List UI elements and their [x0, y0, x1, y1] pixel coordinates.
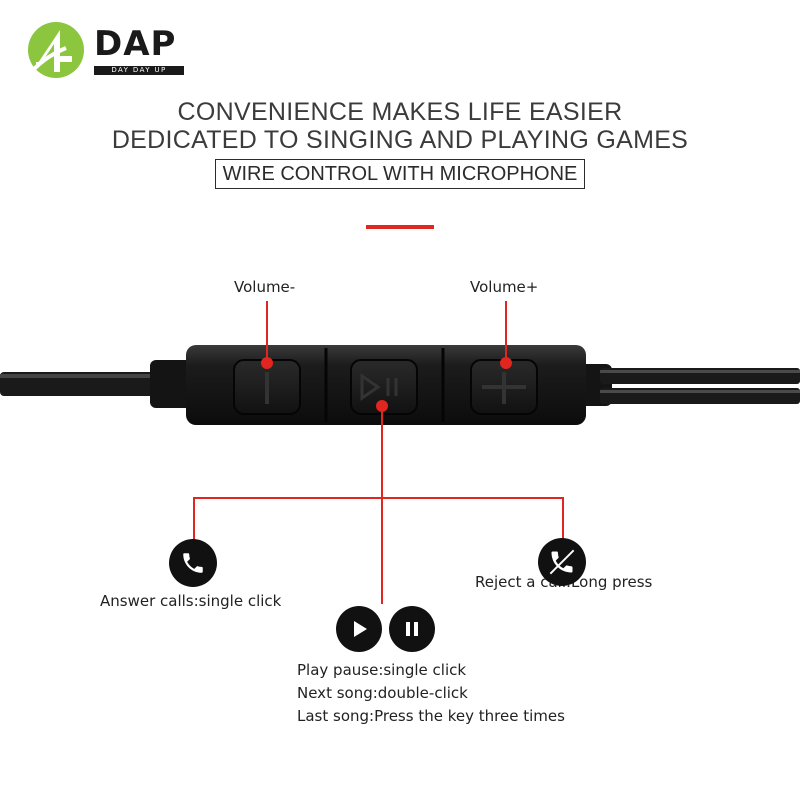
brand-name: DAP — [94, 24, 177, 64]
reject-call-icon — [538, 538, 586, 586]
play-icon — [336, 606, 382, 652]
answer-calls-label: Answer calls:single click — [100, 592, 282, 610]
accent-divider — [366, 225, 434, 229]
play-pause-button[interactable] — [350, 359, 418, 415]
callout-dots — [261, 357, 512, 412]
callout-lines — [193, 301, 564, 604]
boxed-subtitle-wrap: WIRE CONTROL WITH MICROPHONE — [0, 159, 800, 189]
volume-plus-button[interactable] — [470, 359, 538, 415]
media-functions: Play pause:single click Next song:double… — [297, 659, 565, 728]
brand-tagline: DAY DAY UP — [94, 66, 184, 75]
right-cables — [576, 364, 800, 406]
boxed-subtitle: WIRE CONTROL WITH MICROPHONE — [214, 159, 586, 189]
pause-icon — [389, 606, 435, 652]
dap-leaf-logo-icon — [26, 22, 84, 78]
next-song-label: Next song:double-click — [297, 684, 468, 702]
volume-minus-label: Volume- — [234, 278, 296, 296]
play-pause-label: Play pause:single click — [297, 661, 467, 679]
phone-icon — [169, 539, 217, 587]
brand-logo — [22, 18, 86, 82]
headline-line-1: CONVENIENCE MAKES LIFE EASIER — [177, 98, 623, 126]
headline-line-2: DEDICATED TO SINGING AND PLAYING GAMES — [111, 126, 689, 154]
left-cable — [0, 360, 194, 408]
last-song-label: Last song:Press the key three times — [297, 707, 565, 725]
volume-plus-label: Volume+ — [470, 278, 539, 296]
